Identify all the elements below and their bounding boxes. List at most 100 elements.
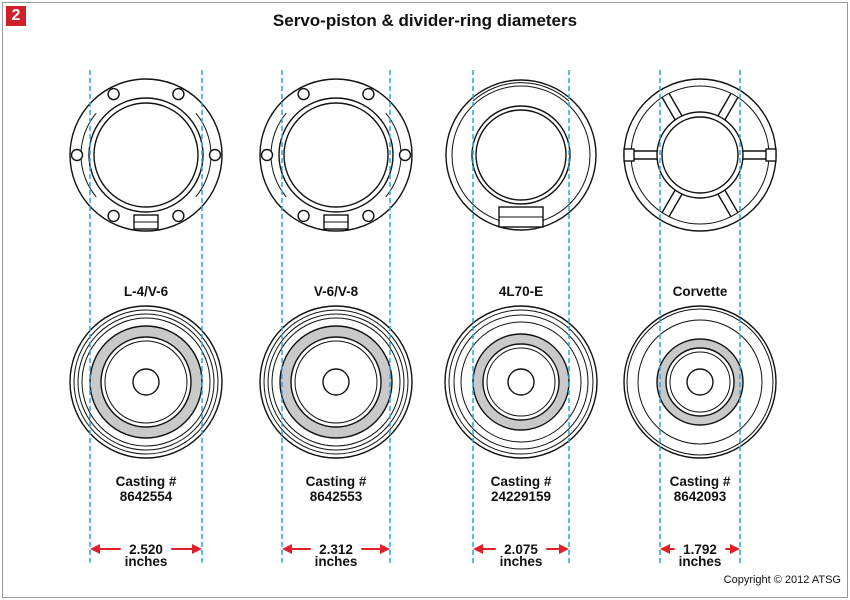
casting-label: Casting # — [116, 474, 177, 489]
divider-ring-bore-inner — [475, 109, 567, 201]
diameter-unit: inches — [679, 554, 722, 569]
arrowhead-right-icon — [192, 544, 202, 554]
diagram-title: Servo-piston & divider-ring diameters — [273, 11, 577, 30]
dimension-label-bg — [495, 539, 547, 557]
bolt-hole-icon — [297, 209, 310, 223]
diameter-value: 2.520 — [129, 542, 163, 557]
arrowhead-left-icon — [473, 544, 483, 554]
piston-rim-ring — [77, 313, 215, 451]
casting-number: 24229159 — [491, 489, 551, 504]
diameter-value: 1.792 — [683, 542, 717, 557]
casting-label: Casting # — [306, 474, 367, 489]
bolt-hole-icon — [107, 209, 120, 223]
arrowhead-left-icon — [282, 544, 292, 554]
ring-spoke — [661, 189, 676, 214]
arrowhead-left-icon — [90, 544, 100, 554]
diameter-value: 2.312 — [319, 542, 353, 557]
model-label: V-6/V-8 — [314, 284, 359, 299]
piston-rim-ring — [73, 309, 219, 455]
copyright-text: Copyright © 2012 ATSG — [724, 574, 841, 586]
model-label: Corvette — [673, 284, 728, 299]
divider-ring-bore-outer — [278, 97, 394, 213]
ring-spoke — [724, 189, 739, 214]
divider-ring-drawing — [445, 79, 597, 231]
arrowhead-right-icon — [380, 544, 390, 554]
divider-ring-outer-edge — [69, 78, 223, 232]
divider-ring-outer-edge — [259, 78, 413, 232]
piston-rim-ring — [81, 317, 211, 447]
ring-window-arc — [472, 82, 570, 102]
ring-spoke — [724, 96, 739, 121]
piston-rim-ring — [271, 317, 401, 447]
model-label: L-4/V-6 — [124, 284, 169, 299]
divider-ring-bore-outer — [88, 97, 204, 213]
piston-inner-ring — [486, 347, 556, 417]
ring-spoke — [661, 96, 676, 121]
piston-rim-ring — [626, 308, 774, 456]
casting-number: 8642093 — [674, 489, 727, 504]
servo-piston-drawing — [623, 305, 777, 459]
piston-rim-ring — [69, 305, 223, 459]
diameter-unit: inches — [500, 554, 543, 569]
piston-rim-ring — [460, 321, 582, 443]
bolt-hole-icon — [107, 87, 120, 101]
divider-ring-bore-outer — [471, 105, 571, 205]
ring-spoke — [717, 193, 732, 218]
ring-tab — [765, 148, 777, 162]
bolt-hole-icon — [362, 87, 375, 101]
divider-ring-bore-inner — [283, 102, 389, 208]
piston-inner-ring — [294, 340, 378, 424]
divider-ring-drawing — [259, 78, 413, 232]
bolt-hole-icon — [70, 148, 84, 162]
piston-rim-ring — [637, 319, 763, 445]
bolt-hole-icon — [260, 148, 274, 162]
bolt-hole-icon — [208, 148, 222, 162]
divider-ring-bore-outer — [656, 111, 744, 199]
ring-spoke — [668, 92, 683, 117]
dimension-label-bg — [310, 539, 362, 557]
divider-ring-bore-inner — [661, 116, 739, 194]
model-label: 4L70-E — [499, 284, 543, 299]
piston-rim-ring — [444, 305, 598, 459]
ring-spoke — [668, 193, 683, 218]
diameter-unit: inches — [315, 554, 358, 569]
servo-piston-drawing — [259, 305, 413, 459]
divider-ring-bore-inner — [93, 102, 199, 208]
divider-ring-outer-edge — [623, 78, 777, 232]
bolt-hole-icon — [362, 209, 375, 223]
divider-ring-drawing — [69, 78, 223, 232]
piston-hub — [132, 368, 160, 396]
diameter-value: 2.075 — [504, 542, 538, 557]
divider-ring-drawing — [623, 78, 777, 232]
casting-number: 8642554 — [120, 489, 173, 504]
piston-inner-ring — [669, 351, 731, 413]
arrowhead-right-icon — [559, 544, 569, 554]
ring-spoke — [717, 92, 732, 117]
piston-rim-ring — [448, 309, 594, 455]
piston-rim-ring — [263, 309, 409, 455]
piston-hub — [507, 368, 535, 396]
piston-hub — [322, 368, 350, 396]
servo-piston-drawing — [69, 305, 223, 459]
divider-ring-outer-step — [630, 85, 770, 225]
piston-rim-ring — [453, 314, 589, 450]
arrowhead-left-icon — [660, 544, 670, 554]
arrowhead-right-icon — [730, 544, 740, 554]
divider-ring-outer-edge — [445, 79, 597, 231]
piston-hub — [686, 368, 714, 396]
piston-rim-ring — [259, 305, 413, 459]
piston-inner-ring — [104, 340, 188, 424]
casting-label: Casting # — [491, 474, 552, 489]
servo-piston-drawing — [444, 305, 598, 459]
bolt-hole-icon — [398, 148, 412, 162]
casting-number: 8642553 — [310, 489, 363, 504]
piston-rim-ring — [623, 305, 777, 459]
casting-label: Casting # — [670, 474, 731, 489]
bolt-hole-icon — [297, 87, 310, 101]
